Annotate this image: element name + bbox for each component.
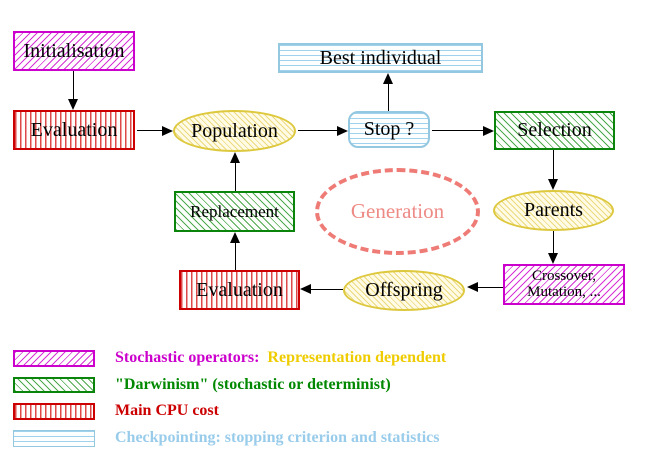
node-selection-label: Selection (517, 119, 592, 141)
node-crossover-mutation-label: Crossover, Mutation, ... (527, 267, 601, 300)
node-replacement: Replacement (174, 191, 295, 232)
node-evaluation-bottom-label: Evaluation (196, 278, 283, 301)
node-initialisation: Initialisation (13, 31, 135, 71)
node-best-individual: Best individual (278, 43, 483, 73)
node-population-label: Population (191, 119, 278, 142)
node-initialisation-label: Initialisation (23, 39, 125, 62)
node-evaluation-bottom: Evaluation (179, 270, 300, 310)
legend-swatch-cyan-horizontal-stripes (13, 430, 95, 447)
generation-loop-ellipse: Generation (315, 168, 480, 255)
node-stop-label: Stop ? (363, 118, 415, 140)
legend-item-checkpointing: Checkpointing: stopping criterion and st… (115, 429, 440, 446)
generation-loop-label: Generation (350, 199, 445, 224)
node-offspring-label: Offspring (365, 279, 443, 301)
node-evaluation-top-label: Evaluation (30, 118, 118, 141)
legend-swatch-red-vertical-stripes (13, 403, 95, 420)
node-stop: Stop ? (348, 111, 430, 148)
node-evaluation-top: Evaluation (13, 110, 135, 150)
legend-item-darwinism: "Darwinism" (stochastic or determinist) (115, 376, 391, 393)
node-parents: Parents (493, 190, 614, 231)
node-population: Population (173, 110, 296, 152)
node-selection: Selection (494, 111, 615, 150)
node-parents-label: Parents (524, 199, 583, 221)
node-offspring: Offspring (343, 270, 465, 311)
legend-swatch-magenta-diagonal-hatch (13, 350, 95, 367)
legend-swatch-green-diagonal-hatch (13, 377, 95, 393)
legend-item-stochastic-operators: Stochastic operators:Representation depe… (115, 349, 447, 366)
node-crossover-mutation: Crossover, Mutation, ... (503, 264, 625, 305)
node-best-individual-label: Best individual (319, 46, 442, 69)
legend-item-main-cpu-cost: Main CPU cost (115, 402, 219, 419)
node-replacement-label: Replacement (190, 201, 279, 221)
